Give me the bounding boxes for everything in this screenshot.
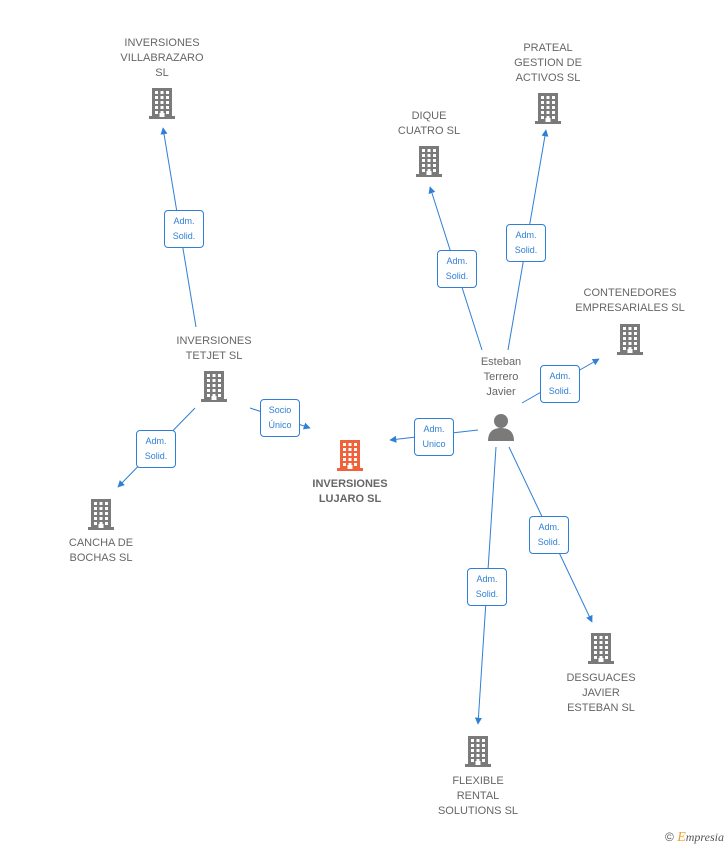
relation-label-inversiones-tetjet-to-inversiones-lujaro[interactable]: Socio Único — [260, 399, 300, 437]
relation-label-esteban-to-contenedores[interactable]: Adm. Solid. — [540, 365, 580, 403]
node-label: CONTENEDORES EMPRESARIALES SL — [575, 287, 685, 314]
brand-name: mpresia — [685, 830, 724, 844]
node-label: Esteban Terrero Javier — [480, 356, 522, 398]
node-label: DESGUACES JAVIER ESTEBAN SL — [566, 672, 636, 714]
node-label: PRATEAL GESTION DE ACTIVOS SL — [514, 42, 582, 84]
relation-label-inversiones-tetjet-to-cancha-bochas[interactable]: Adm. Solid. — [136, 430, 176, 468]
person-icon[interactable] — [486, 412, 516, 447]
building-icon[interactable] — [414, 144, 444, 183]
relation-label-esteban-to-desguaces[interactable]: Adm. Solid. — [529, 516, 569, 554]
building-icon[interactable] — [335, 438, 365, 477]
node-label: INVERSIONES TETJET SL — [176, 335, 252, 362]
building-icon[interactable] — [86, 497, 116, 536]
relation-label-inversiones-tetjet-to-inversiones-villabrazaro[interactable]: Adm. Solid. — [164, 210, 204, 248]
building-icon[interactable] — [199, 369, 229, 408]
node-label: INVERSIONES LUJARO SL — [312, 478, 388, 505]
relation-label-esteban-to-inversiones-lujaro[interactable]: Adm. Unico — [414, 418, 454, 456]
building-icon[interactable] — [615, 322, 645, 361]
copyright-symbol: © — [665, 830, 674, 844]
node-label: FLEXIBLE RENTAL SOLUTIONS SL — [437, 775, 519, 817]
node-label: CANCHA DE BOCHAS SL — [68, 537, 134, 564]
node-label: INVERSIONES VILLABRAZARO SL — [120, 37, 204, 79]
brand-initial: E — [677, 830, 686, 845]
building-icon[interactable] — [533, 91, 563, 130]
brand-watermark: © Empresia — [665, 830, 724, 846]
building-icon[interactable] — [147, 86, 177, 125]
relation-label-esteban-to-flexible-rental[interactable]: Adm. Solid. — [467, 568, 507, 606]
node-label: DIQUE CUATRO SL — [397, 110, 461, 137]
building-icon[interactable] — [463, 734, 493, 773]
relation-label-esteban-to-dique-cuatro[interactable]: Adm. Solid. — [437, 250, 477, 288]
relation-label-esteban-to-prateal[interactable]: Adm. Solid. — [506, 224, 546, 262]
building-icon[interactable] — [586, 631, 616, 670]
